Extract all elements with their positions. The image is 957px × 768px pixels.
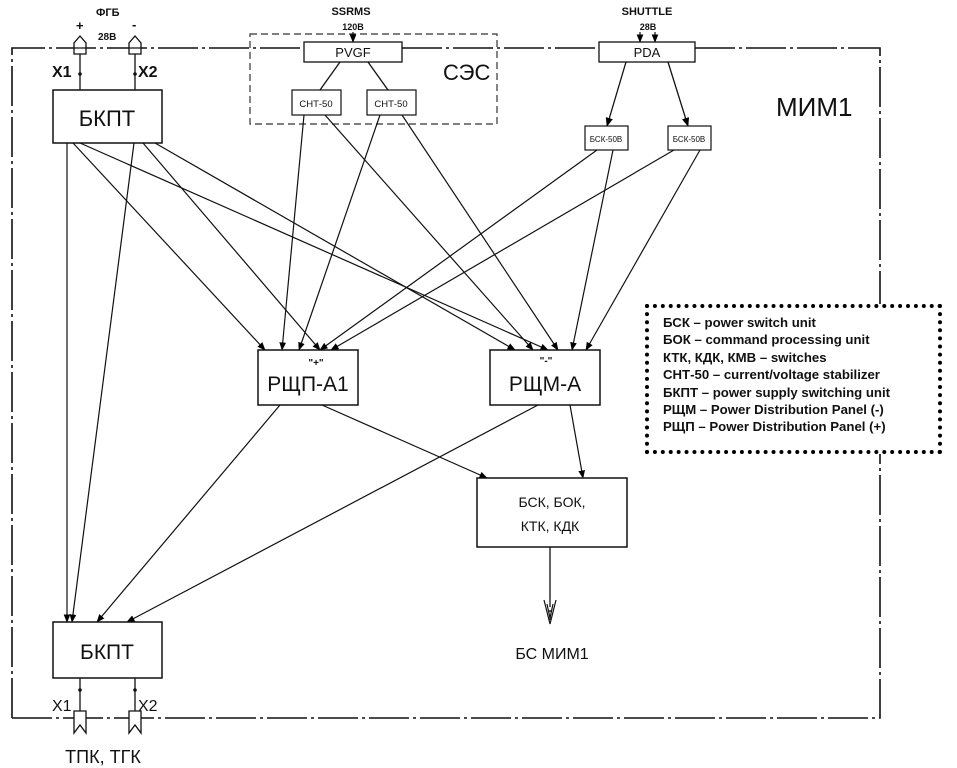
shuttle-voltage: 28В [640,22,657,32]
bsk50-block-b [667,125,712,151]
tpk-tgk-label: ТПК, ТГК [65,747,141,767]
ssrms-label: SSRMS [331,6,370,18]
connector-x2-top-label: X2 [138,64,158,81]
bsk50-block-a [584,125,629,151]
legend-item: РЩП – Power Distribution Panel (+) [663,419,886,435]
legend-item: СНТ-50 – current/voltage stabilizer [663,367,880,383]
rshp-polarity: "+" [308,358,324,369]
ses-group-box [249,33,498,125]
rshm-a-block [489,349,601,406]
legend-item: КТК, КДК, КМВ – switches [663,349,827,365]
units-label-line2: КТК, КДК [521,518,580,534]
shuttle-label: SHUTTLE [622,6,673,18]
legend-box: БСК – power switch unit БОК – command pr… [645,304,942,454]
legend-item: БОК – command processing unit [663,332,870,348]
pda-label: PDA [634,45,661,60]
units-block [476,477,628,548]
connector-plug-x1-top [73,35,87,55]
bsk50-a-label: БСК-50В [590,135,623,144]
cnt50-b-label: СНТ-50 [374,99,407,110]
fgb-minus: - [132,17,136,32]
connection-lines [63,114,701,623]
output-arrow-icon [543,599,557,625]
pvgf-block [303,41,403,63]
connector-x1-bottom-label: X1 [52,698,72,715]
fgb-plus: + [76,18,84,33]
connector-plug-x2-top [128,35,142,55]
units-label-line1: БСК, БОК, [518,494,585,510]
connector-x2-bottom-label: X2 [138,698,158,715]
connector-socket-x1-bottom [73,710,87,735]
legend-item: БКПТ – power supply switching unit [663,384,891,400]
bkpt-bottom-block [52,621,163,679]
bkpt-top-block [52,89,163,144]
bkpt-bottom-label: БКПТ [80,641,134,664]
ssrms-voltage: 120В [342,22,364,32]
bkpt-top-label: БКПТ [79,106,136,131]
pda-block [598,41,696,63]
rshm-a-label: РЩМ-А [509,373,581,396]
bs-mim1-label: БС МИМ1 [515,646,588,663]
cnt50-block-a [291,89,342,116]
pvgf-label: PVGF [335,45,370,60]
ses-group-label: СЭС [443,60,490,85]
bsk50-b-label: БСК-50В [673,135,706,144]
fgb-label: ФГБ [96,7,120,19]
rshp-a1-label: РЩП-А1 [267,373,348,396]
connector-x1-top-label: X1 [52,64,72,81]
rshm-polarity: "-" [540,356,553,367]
rshp-a1-block [257,349,359,406]
connector-socket-x2-bottom [128,710,142,735]
legend-item: БСК – power switch unit [663,315,816,330]
legend-item: РЩМ – Power Distribution Panel (-) [663,402,884,418]
module-label: МИМ1 [776,92,852,122]
cnt50-a-label: СНТ-50 [299,99,332,110]
fgb-voltage: 28В [98,32,116,43]
cnt50-block-b [366,89,417,116]
